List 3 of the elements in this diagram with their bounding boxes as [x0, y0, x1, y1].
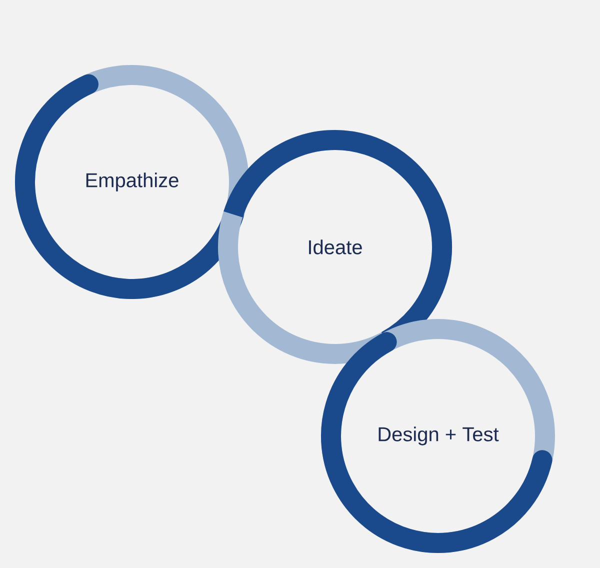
ring: Empathize: [15, 65, 249, 299]
ring: Design + Test: [321, 319, 555, 553]
ring: Ideate: [218, 130, 452, 364]
